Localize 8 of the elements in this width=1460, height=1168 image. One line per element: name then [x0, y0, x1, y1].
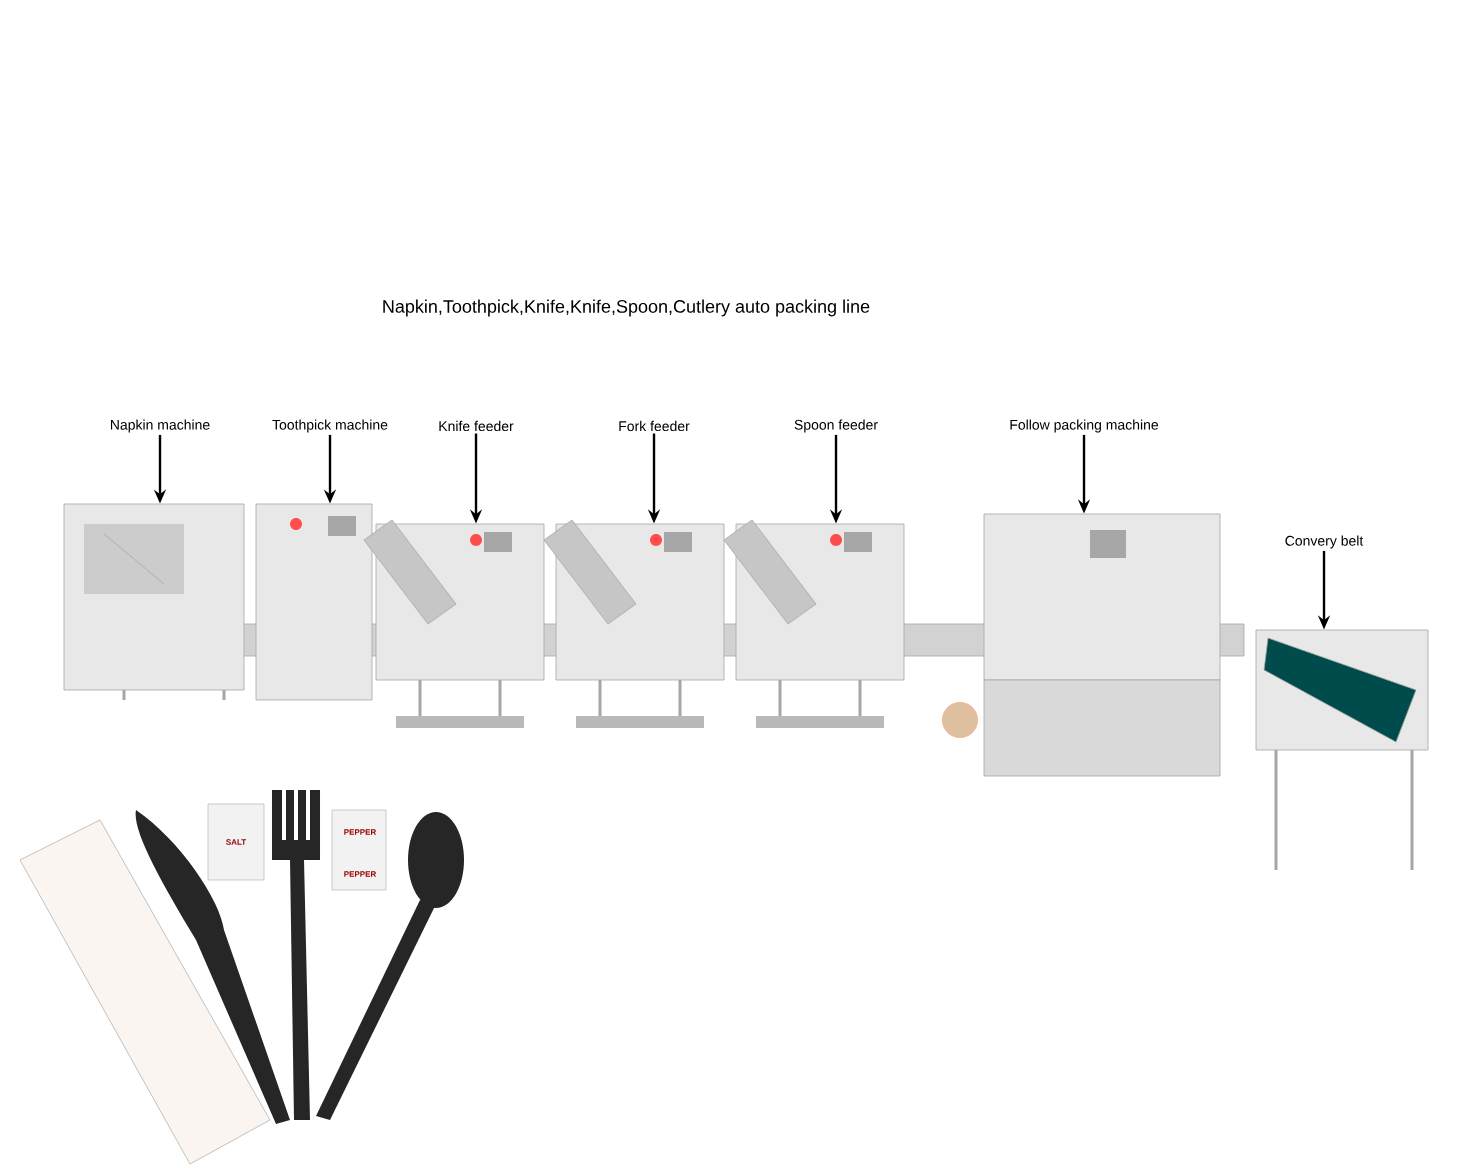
machine-drawing	[63, 503, 245, 702]
title: Napkin,Toothpick,Knife,Knife,Spoon,Cutlery auto packing line	[383, 299, 870, 317]
machine-drawing	[543, 519, 725, 728]
machine-drawing	[1255, 629, 1429, 872]
machine-drawing	[723, 519, 905, 728]
machine-drawing	[255, 503, 373, 701]
machine-drawing	[942, 513, 1221, 777]
machine-drawing	[363, 519, 545, 728]
